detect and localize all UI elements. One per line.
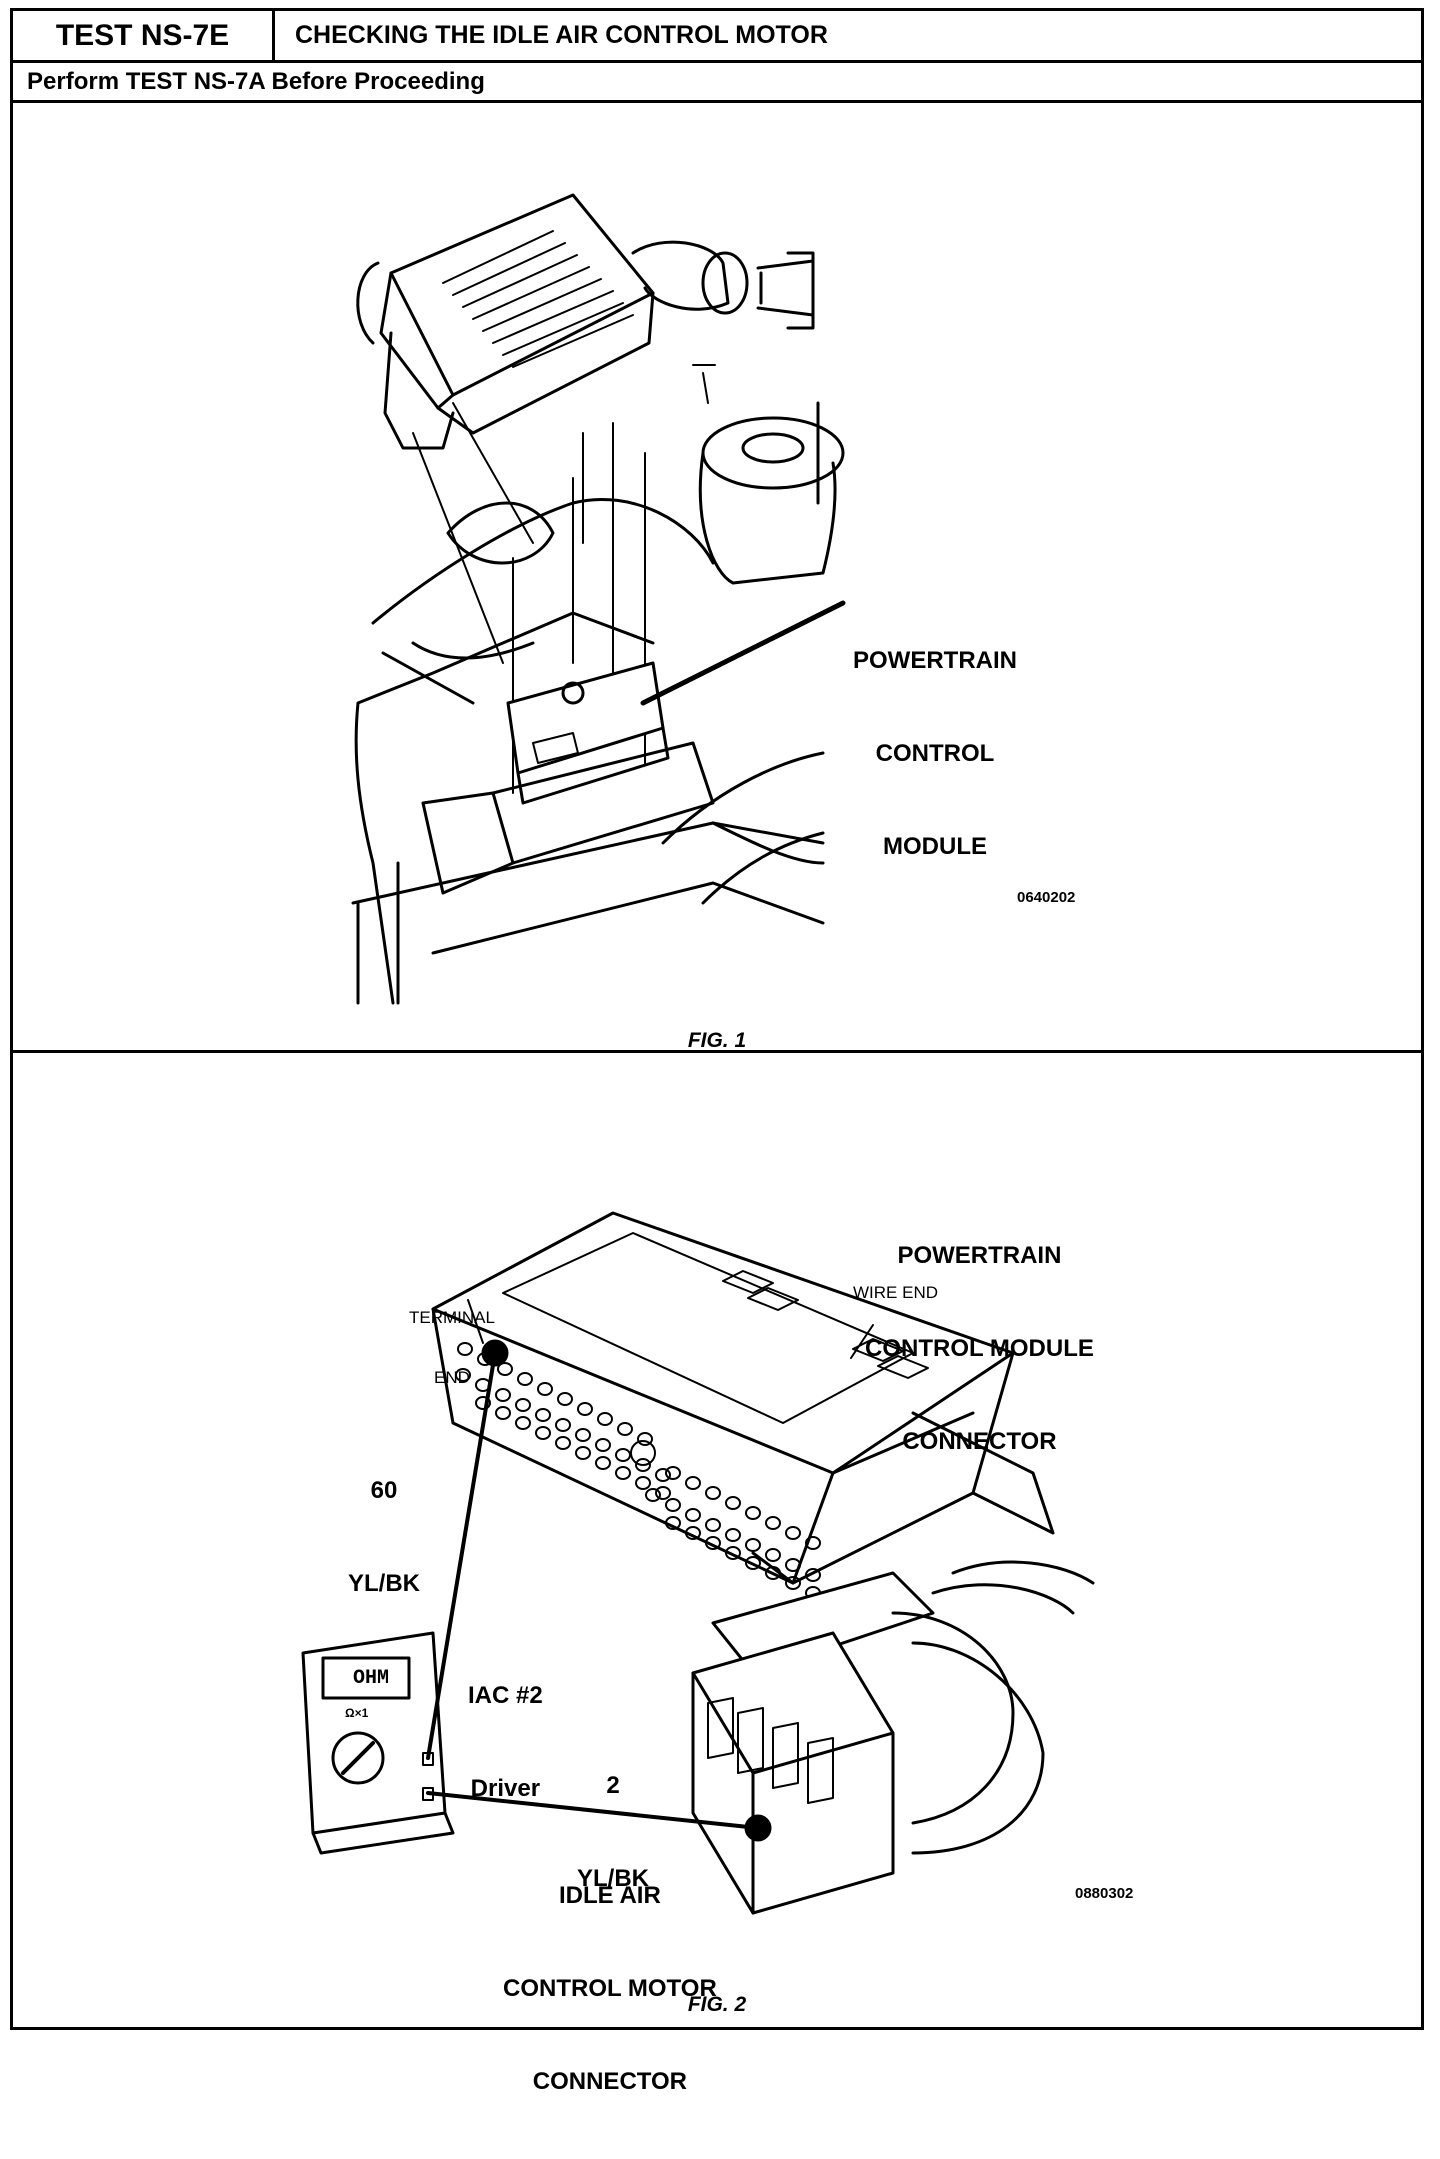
terminal-pin bbox=[655, 1468, 671, 1482]
terminal-pin bbox=[635, 1476, 651, 1490]
figure-1-caption: FIG. 1 bbox=[687, 1029, 747, 1052]
terminal-pin bbox=[765, 1548, 781, 1562]
connector-test-illustration bbox=[301, 1211, 1095, 1915]
terminal-pin bbox=[665, 1516, 681, 1530]
terminal-pin bbox=[555, 1418, 571, 1432]
pin-60-number: 60 bbox=[370, 1477, 398, 1504]
test-id: TEST NS-7E bbox=[13, 11, 275, 60]
terminal-pin bbox=[575, 1428, 591, 1442]
terminal-pin bbox=[805, 1536, 821, 1550]
connector-key-hole bbox=[630, 1440, 656, 1466]
terminal-pin bbox=[557, 1392, 573, 1406]
terminal-pin bbox=[705, 1486, 721, 1500]
terminal-pin bbox=[617, 1422, 633, 1436]
pin-2-number: 2 bbox=[606, 1772, 620, 1799]
iac-connector-label-line-3: CONNECTOR bbox=[532, 2068, 687, 2095]
wire-end-label: WIRE END bbox=[853, 1283, 938, 1302]
terminal-pin bbox=[765, 1516, 781, 1530]
terminal-pin bbox=[555, 1436, 571, 1450]
terminal-pin bbox=[685, 1526, 701, 1540]
terminal-pin bbox=[497, 1362, 513, 1376]
prerequisite-note: Perform TEST NS-7A Before Proceeding bbox=[13, 63, 1421, 103]
terminal-pin bbox=[665, 1498, 681, 1512]
terminal-pin bbox=[577, 1402, 593, 1416]
iac-connector-label-line-2: CONTROL MOTOR bbox=[503, 1975, 717, 2002]
terminal-pin bbox=[615, 1466, 631, 1480]
terminal-pin bbox=[475, 1396, 491, 1410]
circuit-label: IAC #2 Driver bbox=[468, 1618, 543, 1866]
ohmmeter-range: Ω×1 bbox=[345, 1706, 369, 1720]
terminal-pin bbox=[685, 1508, 701, 1522]
pin-60-label: 60 YL/BK bbox=[348, 1413, 420, 1661]
pcm-callout: POWERTRAIN CONTROL MODULE bbox=[853, 583, 1017, 924]
terminal-end-label-line-1: TERMINAL bbox=[409, 1308, 495, 1327]
pcm-connector-label: POWERTRAIN CONTROL MODULE CONNECTOR bbox=[865, 1178, 1094, 1519]
circuit-label-line-1: IAC #2 bbox=[468, 1682, 543, 1709]
pcm-connector-label-line-1: POWERTRAIN bbox=[897, 1242, 1062, 1269]
terminal-pin bbox=[535, 1426, 551, 1440]
ohmmeter-display: OHM bbox=[352, 1667, 389, 1690]
terminal-pin bbox=[725, 1528, 741, 1542]
terminal-pin bbox=[785, 1526, 801, 1540]
terminal-pin bbox=[495, 1388, 511, 1402]
terminal-pin bbox=[537, 1382, 553, 1396]
terminal-pin bbox=[725, 1496, 741, 1510]
figure-2-caption: FIG. 2 bbox=[687, 1993, 747, 2016]
terminal-pin bbox=[705, 1518, 721, 1532]
pin-2-label: 2 YL/BK bbox=[577, 1708, 649, 1956]
terminal-pin bbox=[685, 1476, 701, 1490]
pcm-callout-line-1: POWERTRAIN bbox=[853, 647, 1017, 674]
terminal-pin bbox=[725, 1546, 741, 1560]
test-sheet: TEST NS-7E CHECKING THE IDLE AIR CONTROL… bbox=[10, 8, 1424, 2095]
iac-connector-label: IDLE AIR CONTROL MOTOR CONNECTOR bbox=[503, 1818, 717, 2159]
test-header: TEST NS-7E CHECKING THE IDLE AIR CONTROL… bbox=[13, 11, 1421, 63]
pcm-connector-label-line-3: CONNECTOR bbox=[902, 1428, 1057, 1455]
figure-2-image-code: 0880302 bbox=[1075, 1885, 1134, 1902]
terminal-pin bbox=[495, 1406, 511, 1420]
terminal-pin bbox=[455, 1368, 471, 1382]
terminal-pin bbox=[645, 1488, 661, 1502]
terminal-pin bbox=[765, 1566, 781, 1580]
terminal-pin bbox=[457, 1342, 473, 1356]
terminal-pin bbox=[655, 1486, 671, 1500]
terminal-pin bbox=[785, 1576, 801, 1590]
terminal-pin bbox=[575, 1446, 591, 1460]
terminal-end-label: TERMINAL END bbox=[409, 1268, 495, 1428]
figure-1-panel: POWERTRAIN CONTROL MODULE 0640202 FIG. 1 bbox=[13, 103, 1421, 1053]
terminal-pin bbox=[515, 1398, 531, 1412]
terminal-pin bbox=[615, 1448, 631, 1462]
figure-2-panel: POWERTRAIN CONTROL MODULE CONNECTOR TERM… bbox=[13, 1053, 1421, 2095]
pin-2-wire-color: YL/BK bbox=[577, 1865, 649, 1892]
terminal-pin bbox=[665, 1466, 681, 1480]
terminal-pin bbox=[805, 1568, 821, 1582]
terminal-pin bbox=[745, 1556, 761, 1570]
pcm-callout-line-3: MODULE bbox=[883, 833, 987, 860]
terminal-pin bbox=[535, 1408, 551, 1422]
terminal-pin bbox=[595, 1456, 611, 1470]
terminal-pin bbox=[637, 1432, 653, 1446]
terminal-pin bbox=[595, 1438, 611, 1452]
terminal-pin bbox=[745, 1506, 761, 1520]
terminal-pin bbox=[517, 1372, 533, 1386]
circuit-label-line-2: Driver bbox=[470, 1775, 541, 1802]
terminal-pin bbox=[745, 1538, 761, 1552]
terminal-pin bbox=[635, 1458, 651, 1472]
test-title: CHECKING THE IDLE AIR CONTROL MOTOR bbox=[295, 21, 828, 49]
terminal-end-label-line-2: END bbox=[434, 1368, 470, 1387]
engine-bay-illustration bbox=[351, 193, 846, 1005]
iac-connector-label-line-1: IDLE AIR bbox=[559, 1882, 661, 1909]
figure-1-image-code: 0640202 bbox=[1017, 889, 1076, 906]
terminal-pin bbox=[705, 1536, 721, 1550]
pin-60-wire-color: YL/BK bbox=[348, 1570, 420, 1597]
terminal-pin bbox=[785, 1558, 801, 1572]
pcm-callout-line-2: CONTROL bbox=[875, 740, 995, 767]
terminal-pin bbox=[515, 1416, 531, 1430]
terminal-pin bbox=[597, 1412, 613, 1426]
pcm-connector-label-line-2: CONTROL MODULE bbox=[865, 1335, 1094, 1362]
